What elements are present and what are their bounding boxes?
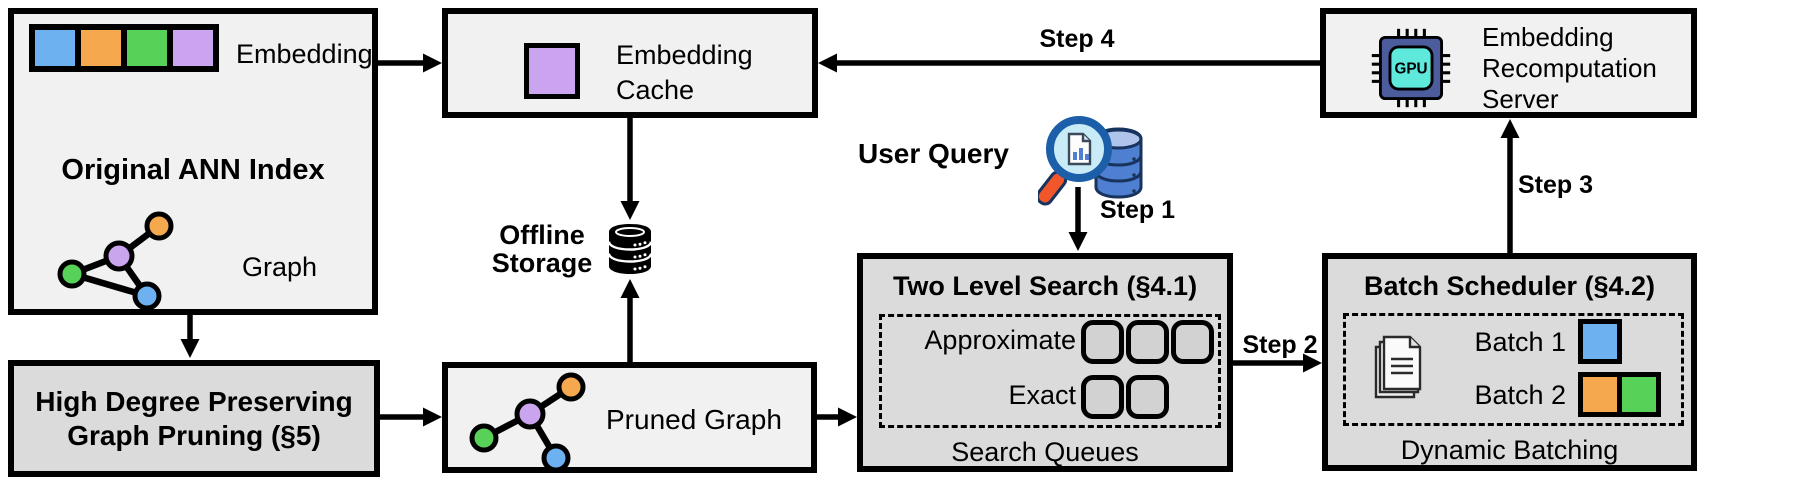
arrow-cache-to-storage — [620, 118, 640, 220]
embedding-label: Embedding — [236, 39, 373, 69]
step3-label: Step 3 — [1518, 171, 1594, 199]
arrow-server-to-cache-step4 — [818, 53, 1320, 73]
batch-cell-green — [1617, 372, 1661, 417]
embedding-cache-box: Embedding Cache — [442, 8, 818, 118]
two-level-search-title: Two Level Search (§4.1) — [892, 271, 1198, 301]
gpu-chip-icon: GPU — [1371, 28, 1451, 108]
arrow-batch-to-server-step3 — [1500, 119, 1520, 253]
batch-scheduler-title: Batch Scheduler (§4.2) — [1363, 271, 1656, 301]
exact-row-label: Exact — [1008, 380, 1076, 410]
approximate-queue-slots — [1081, 320, 1214, 364]
cached-embedding-swatch — [524, 43, 580, 99]
step2-label: Step 2 — [1242, 331, 1318, 359]
queue-slot — [1081, 375, 1124, 419]
step4-label: Step 4 — [1039, 25, 1115, 53]
approximate-row-label: Approximate — [924, 325, 1076, 355]
pruned-graph-icon — [469, 372, 586, 473]
arrow-pruning-to-pruned — [380, 407, 442, 427]
exact-queue-slots — [1081, 375, 1169, 419]
step1-label: Step 1 — [1100, 196, 1176, 224]
ann-graph-icon — [57, 211, 174, 311]
batch1-label: Batch 1 — [1474, 327, 1566, 357]
graph-pruning-box: High Degree Preserving Graph Pruning (§5… — [8, 360, 380, 477]
original-ann-index-box: Embedding Original ANN Index Graph — [8, 8, 378, 315]
graph-label: Graph — [242, 252, 318, 282]
embedding-cell-orange — [81, 30, 121, 66]
embedding-cell-blue — [35, 30, 75, 66]
two-level-search-box: Two Level Search (§4.1) Approximate Exac… — [857, 253, 1233, 472]
batch-cell-orange — [1578, 372, 1622, 417]
pruned-graph-label: Pruned Graph — [606, 404, 782, 435]
gpu-chip-label: GPU — [1394, 61, 1427, 78]
graph-pruning-title: High Degree Preserving Graph Pruning (§5… — [35, 385, 353, 451]
documents-stack-icon — [1374, 335, 1422, 399]
batch2-cells — [1578, 372, 1661, 417]
offline-storage-database-icon — [607, 224, 653, 274]
search-queues-dashed-region — [879, 314, 1221, 428]
queue-slot — [1171, 320, 1214, 364]
batch2-label: Batch 2 — [1474, 380, 1566, 410]
queue-slot — [1081, 320, 1124, 364]
dynamic-batching-caption: Dynamic Batching — [1400, 435, 1619, 465]
user-query-label: User Query — [858, 138, 1009, 169]
recomputation-server-label: Embedding Recomputation Server — [1482, 22, 1657, 114]
batch-cell-blue — [1578, 319, 1622, 364]
recomputation-server-box: GPU Embedding Recomputation Server — [1320, 8, 1697, 118]
dynamic-batching-dashed-region — [1343, 313, 1684, 426]
arrow-ann-to-cache — [378, 53, 442, 73]
query-magnifier-glyph — [1038, 116, 1112, 206]
user-query-icon — [1038, 116, 1143, 206]
ann-index-title: Original ANN Index — [61, 154, 325, 186]
embedding-cell-green — [127, 30, 167, 66]
embedding-vector-strip — [29, 24, 219, 72]
embedding-cell-purple — [173, 30, 213, 66]
queue-slot — [1126, 375, 1169, 419]
arrow-pruned-to-storage — [620, 279, 640, 362]
offline-storage-label: Offline Storage — [491, 220, 593, 278]
embedding-cache-label: Embedding Cache — [616, 40, 753, 105]
search-queues-caption: Search Queues — [951, 437, 1139, 467]
batch1-cells — [1578, 319, 1622, 364]
pruned-graph-box: Pruned Graph — [442, 362, 817, 473]
batch-scheduler-box: Batch Scheduler (§4.2) Batch 1 Batch 2 D… — [1322, 253, 1697, 471]
queue-slot — [1126, 320, 1169, 364]
arrow-pruned-to-search — [817, 407, 857, 427]
